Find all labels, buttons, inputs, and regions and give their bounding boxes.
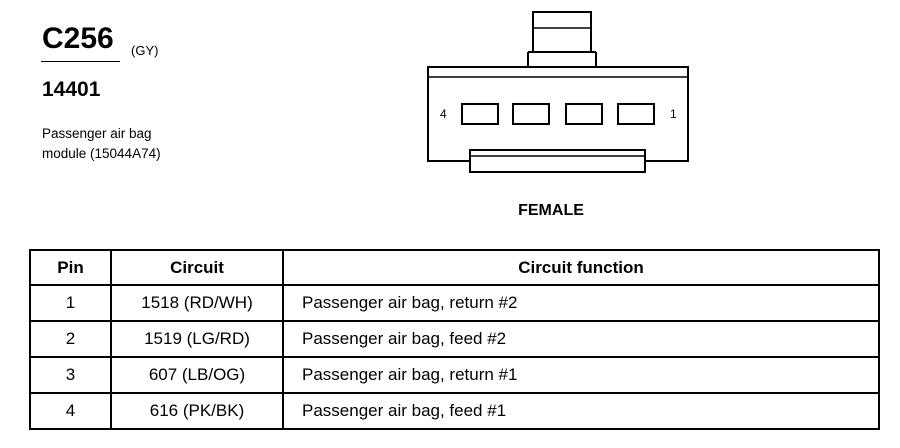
connector-color-code: (GY) [131,43,159,58]
table-row: 2 1519 (LG/RD) Passenger air bag, feed #… [29,320,880,358]
description-line-1: Passenger air bag [42,126,152,141]
cell-pin: 3 [29,356,112,394]
connector-gender-label: FEMALE [518,202,584,219]
cell-circuit: 1518 (RD/WH) [110,284,284,322]
pin-cavity-4 [461,103,499,125]
pinout-table: Pin Circuit Circuit function 1 1518 (RD/… [29,249,880,430]
table-row: 3 607 (LB/OG) Passenger air bag, return … [29,356,880,394]
cell-circuit: 1519 (LG/RD) [110,320,284,358]
connector-lock-tab [532,11,592,53]
cell-pin: 2 [29,320,112,358]
header-pin: Pin [29,249,112,286]
table-row: 1 1518 (RD/WH) Passenger air bag, return… [29,284,880,322]
connector-id: C256 [42,22,114,55]
cell-function: Passenger air bag, return #2 [282,284,880,322]
connector-bottom-key [469,149,646,173]
pin-label-right: 1 [670,107,677,121]
cell-pin: 1 [29,284,112,322]
cell-pin: 4 [29,392,112,430]
connector-face-diagram: 4 1 [427,11,689,173]
pin-label-left: 4 [440,107,447,121]
pin-cavity-3 [512,103,550,125]
pin-cavity-2 [565,103,603,125]
header-circuit: Circuit [110,249,284,286]
table-row: 4 616 (PK/BK) Passenger air bag, feed #1 [29,392,880,430]
cell-circuit: 616 (PK/BK) [110,392,284,430]
pinout-header-row: Pin Circuit Circuit function [29,249,880,286]
title-divider [41,61,120,62]
description-line-2: module (15044A74) [42,146,161,161]
cell-function: Passenger air bag, feed #1 [282,392,880,430]
cell-circuit: 607 (LB/OG) [110,356,284,394]
connector-description: Passenger air bag module (15044A74) [42,124,161,164]
cell-function: Passenger air bag, feed #2 [282,320,880,358]
cell-function: Passenger air bag, return #1 [282,356,880,394]
connector-part-number: 14401 [42,78,101,101]
pin-cavity-1 [617,103,655,125]
header-circuit-function: Circuit function [282,249,880,286]
